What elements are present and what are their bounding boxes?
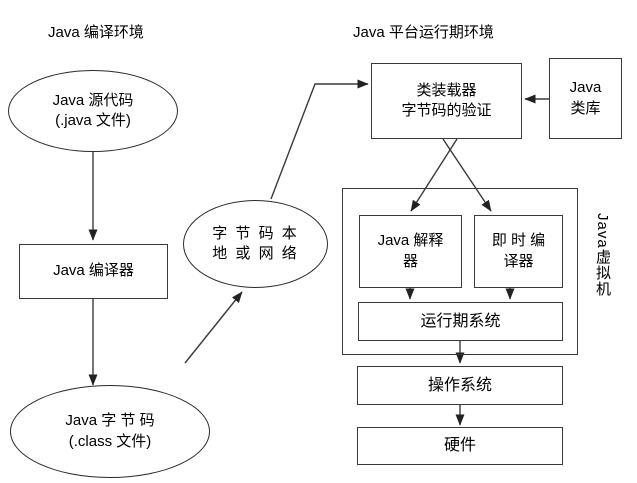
node-java-compiler[interactable]: Java 编译器 <box>19 244 168 299</box>
node-java-interpreter[interactable]: Java 解释 器 <box>359 215 462 288</box>
node-label-line1: Java 编译器 <box>53 262 134 280</box>
node-java-source-code[interactable]: Java 源代码 (.java 文件) <box>8 70 178 152</box>
node-label-line2: 字节码的验证 <box>401 102 492 119</box>
node-label-line1: 硬件 <box>443 437 476 455</box>
jvm-vertical-label: Java虚拟机 <box>592 213 615 297</box>
node-label-line2: 器 <box>402 252 418 270</box>
node-label-line1: Java 解释 <box>377 232 444 250</box>
node-hardware[interactable]: 硬件 <box>357 427 563 465</box>
title-compile-environment: Java 编译环境 <box>48 24 144 41</box>
node-label-line1: 操作系统 <box>427 376 492 394</box>
node-operating-system[interactable]: 操作系统 <box>357 366 563 405</box>
edge-bytecode-to-transport <box>184 291 243 364</box>
node-label-line2: 地 或 网 络 <box>212 245 299 262</box>
node-label-line2: 类库 <box>570 99 601 117</box>
node-label-line1: 即 时 编 <box>491 232 546 250</box>
node-java-class-library[interactable]: Java 类库 <box>549 58 622 139</box>
node-label-line1: Java 字 节 码 <box>65 412 155 430</box>
node-label-line2: (.class 文件) <box>68 432 152 450</box>
jvm-label-latin: Java <box>594 213 611 249</box>
node-bytecode-transport[interactable]: 字 节 码 本 地 或 网 络 <box>183 200 328 288</box>
node-label-line1: Java <box>569 79 602 97</box>
node-label-line1: Java 源代码 <box>52 91 134 109</box>
node-java-bytecode-file[interactable]: Java 字 节 码 (.class 文件) <box>10 385 210 478</box>
node-label-line1: 运行期系统 <box>420 312 501 330</box>
node-runtime-system[interactable]: 运行期系统 <box>358 302 563 341</box>
node-jit-compiler[interactable]: 即 时 编 译器 <box>474 215 563 288</box>
node-label-line2: 译器 <box>503 252 534 270</box>
jvm-group-box <box>342 188 578 355</box>
node-label-line1: 字 节 码 本 <box>212 224 299 242</box>
node-label-line2: (.java 文件) <box>55 112 131 129</box>
node-class-loader[interactable]: 类装载器 字节码的验证 <box>371 63 522 139</box>
node-label-line1: 类装载器 <box>416 81 477 99</box>
title-runtime-environment: Java 平台运行期环境 <box>353 24 494 41</box>
edge-transport-to-classloader <box>270 79 369 200</box>
jvm-label-cjk: 虚拟机 <box>594 248 611 297</box>
